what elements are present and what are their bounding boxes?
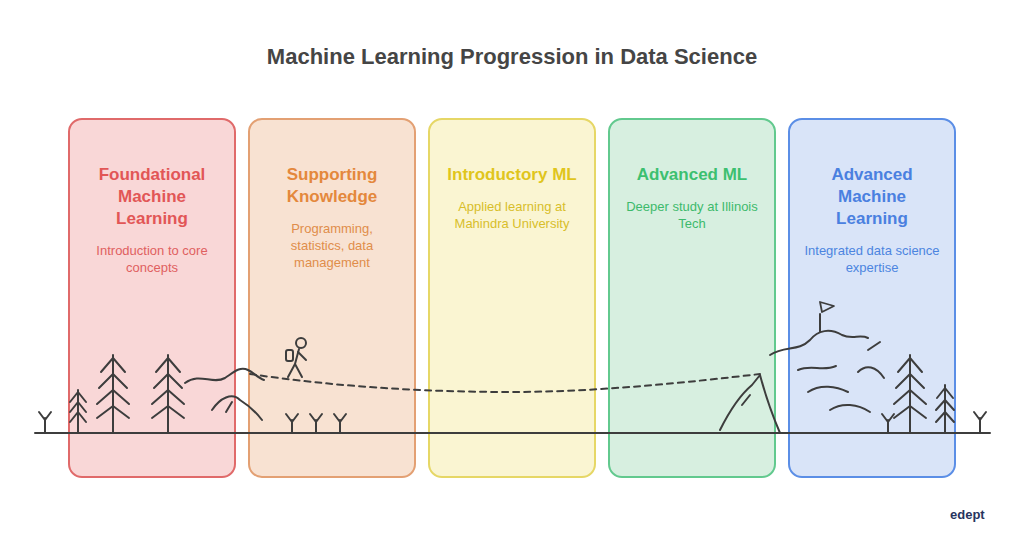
- stage-box: Advanced ML Deeper study at Illinois Tech: [608, 118, 776, 478]
- box-heading: Advanced ML: [622, 164, 762, 186]
- box-heading: Foundational Machine Learning: [82, 164, 222, 230]
- diagram-title: Machine Learning Progression in Data Sci…: [0, 44, 1024, 70]
- box-description: Applied learning at Mahindra University: [442, 198, 582, 232]
- stage-box: Foundational Machine LearningIntroductio…: [68, 118, 236, 478]
- box-description: Programming, statistics, data management: [270, 220, 394, 271]
- box-heading: Supporting Knowledge: [262, 164, 402, 208]
- box-heading: Advanced Machine Learning: [802, 164, 942, 230]
- stage-box: Advanced Machine LearningIntegrated data…: [788, 118, 956, 478]
- box-description: Introduction to core concepts: [82, 242, 222, 276]
- box-description: Integrated data science expertise: [802, 242, 942, 276]
- stage-box: Introductory ML Applied learning at Mahin…: [428, 118, 596, 478]
- stage-box: Supporting KnowledgeProgramming, statist…: [248, 118, 416, 478]
- watermark: edept: [950, 507, 985, 522]
- box-heading: Introductory ML: [442, 164, 582, 186]
- box-description: Deeper study at Illinois Tech: [622, 198, 762, 232]
